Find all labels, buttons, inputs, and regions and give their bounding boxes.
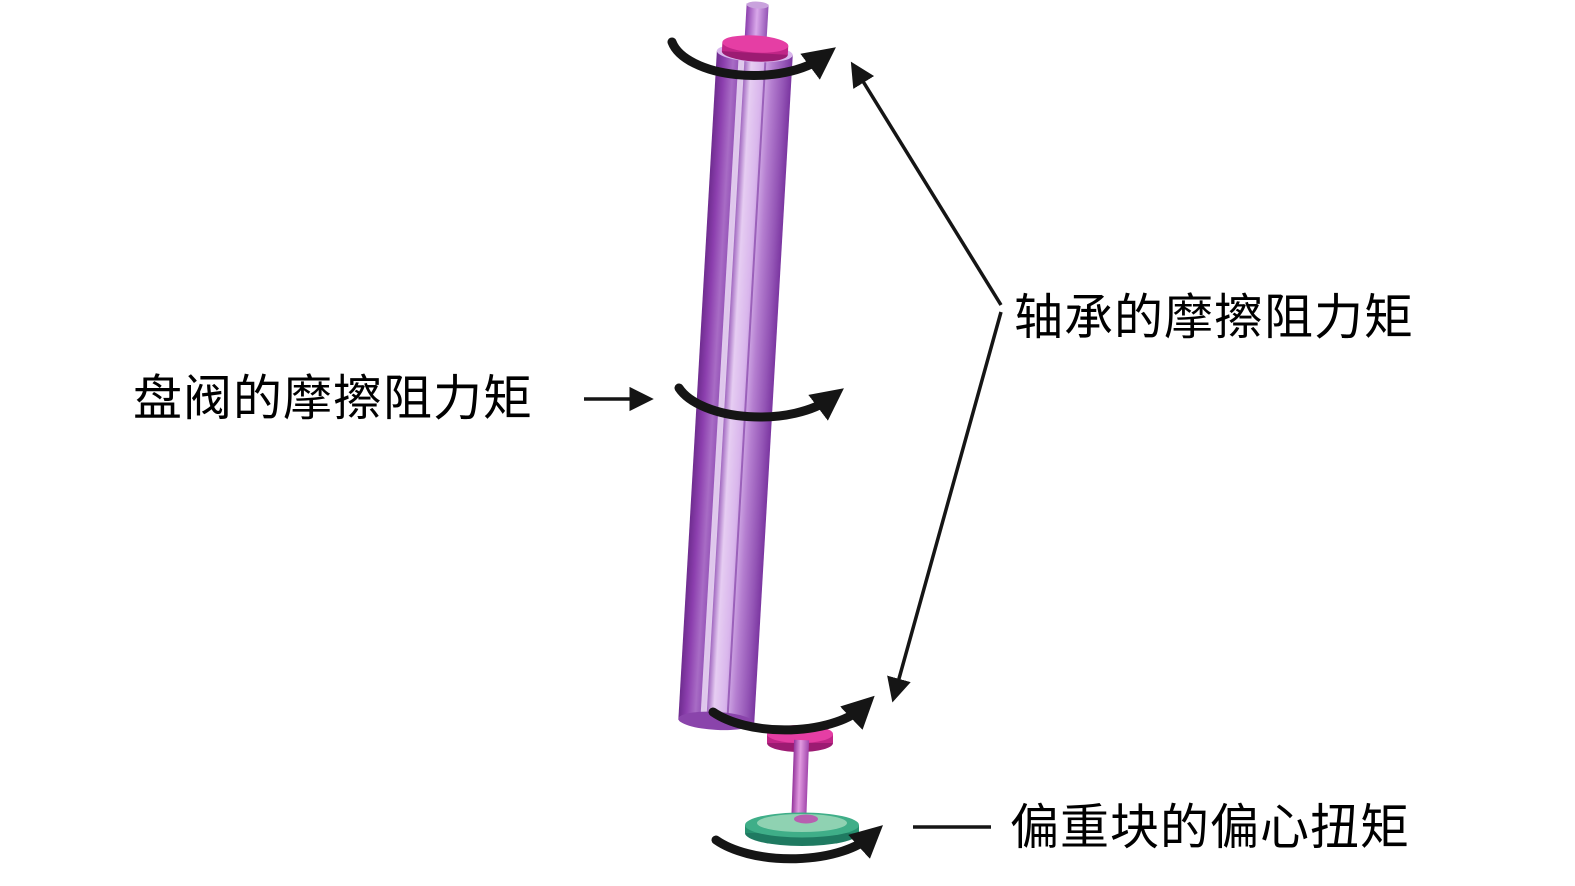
rotation-arrow-bottom-icon bbox=[711, 825, 884, 864]
cylinder-body bbox=[678, 50, 793, 725]
leader-lines bbox=[584, 61, 1003, 829]
valve-shaft-cylinder bbox=[678, 1, 793, 731]
rotation-arrows bbox=[667, 37, 884, 864]
counterweight-disc bbox=[745, 812, 859, 846]
top-stub-cap bbox=[746, 1, 769, 9]
rotation-arrow-top-icon bbox=[667, 37, 836, 81]
lower-shaft-body bbox=[791, 739, 810, 819]
label-bearing-friction-torque: 轴承的摩擦阻力矩 bbox=[1014, 289, 1415, 346]
rotation-arrow-middle-icon bbox=[674, 383, 844, 422]
cylinder-highlight bbox=[700, 52, 745, 721]
cylinder-edge-line bbox=[726, 53, 767, 722]
disc-hub bbox=[794, 814, 818, 824]
leader-bearing-bottom-arrow-icon bbox=[887, 311, 1003, 703]
rotation-arrow-lower-icon bbox=[708, 695, 875, 735]
label-eccentric-torque: 偏重块的偏心扭矩 bbox=[1010, 799, 1411, 856]
label-disc-friction-torque: 盘阀的摩擦阻力矩 bbox=[133, 370, 534, 427]
top-bearing-collar bbox=[721, 35, 789, 62]
top-collar-face bbox=[722, 35, 789, 53]
lower-shaft bbox=[791, 739, 810, 819]
leader-bearing-top-arrow-icon bbox=[850, 61, 1003, 306]
